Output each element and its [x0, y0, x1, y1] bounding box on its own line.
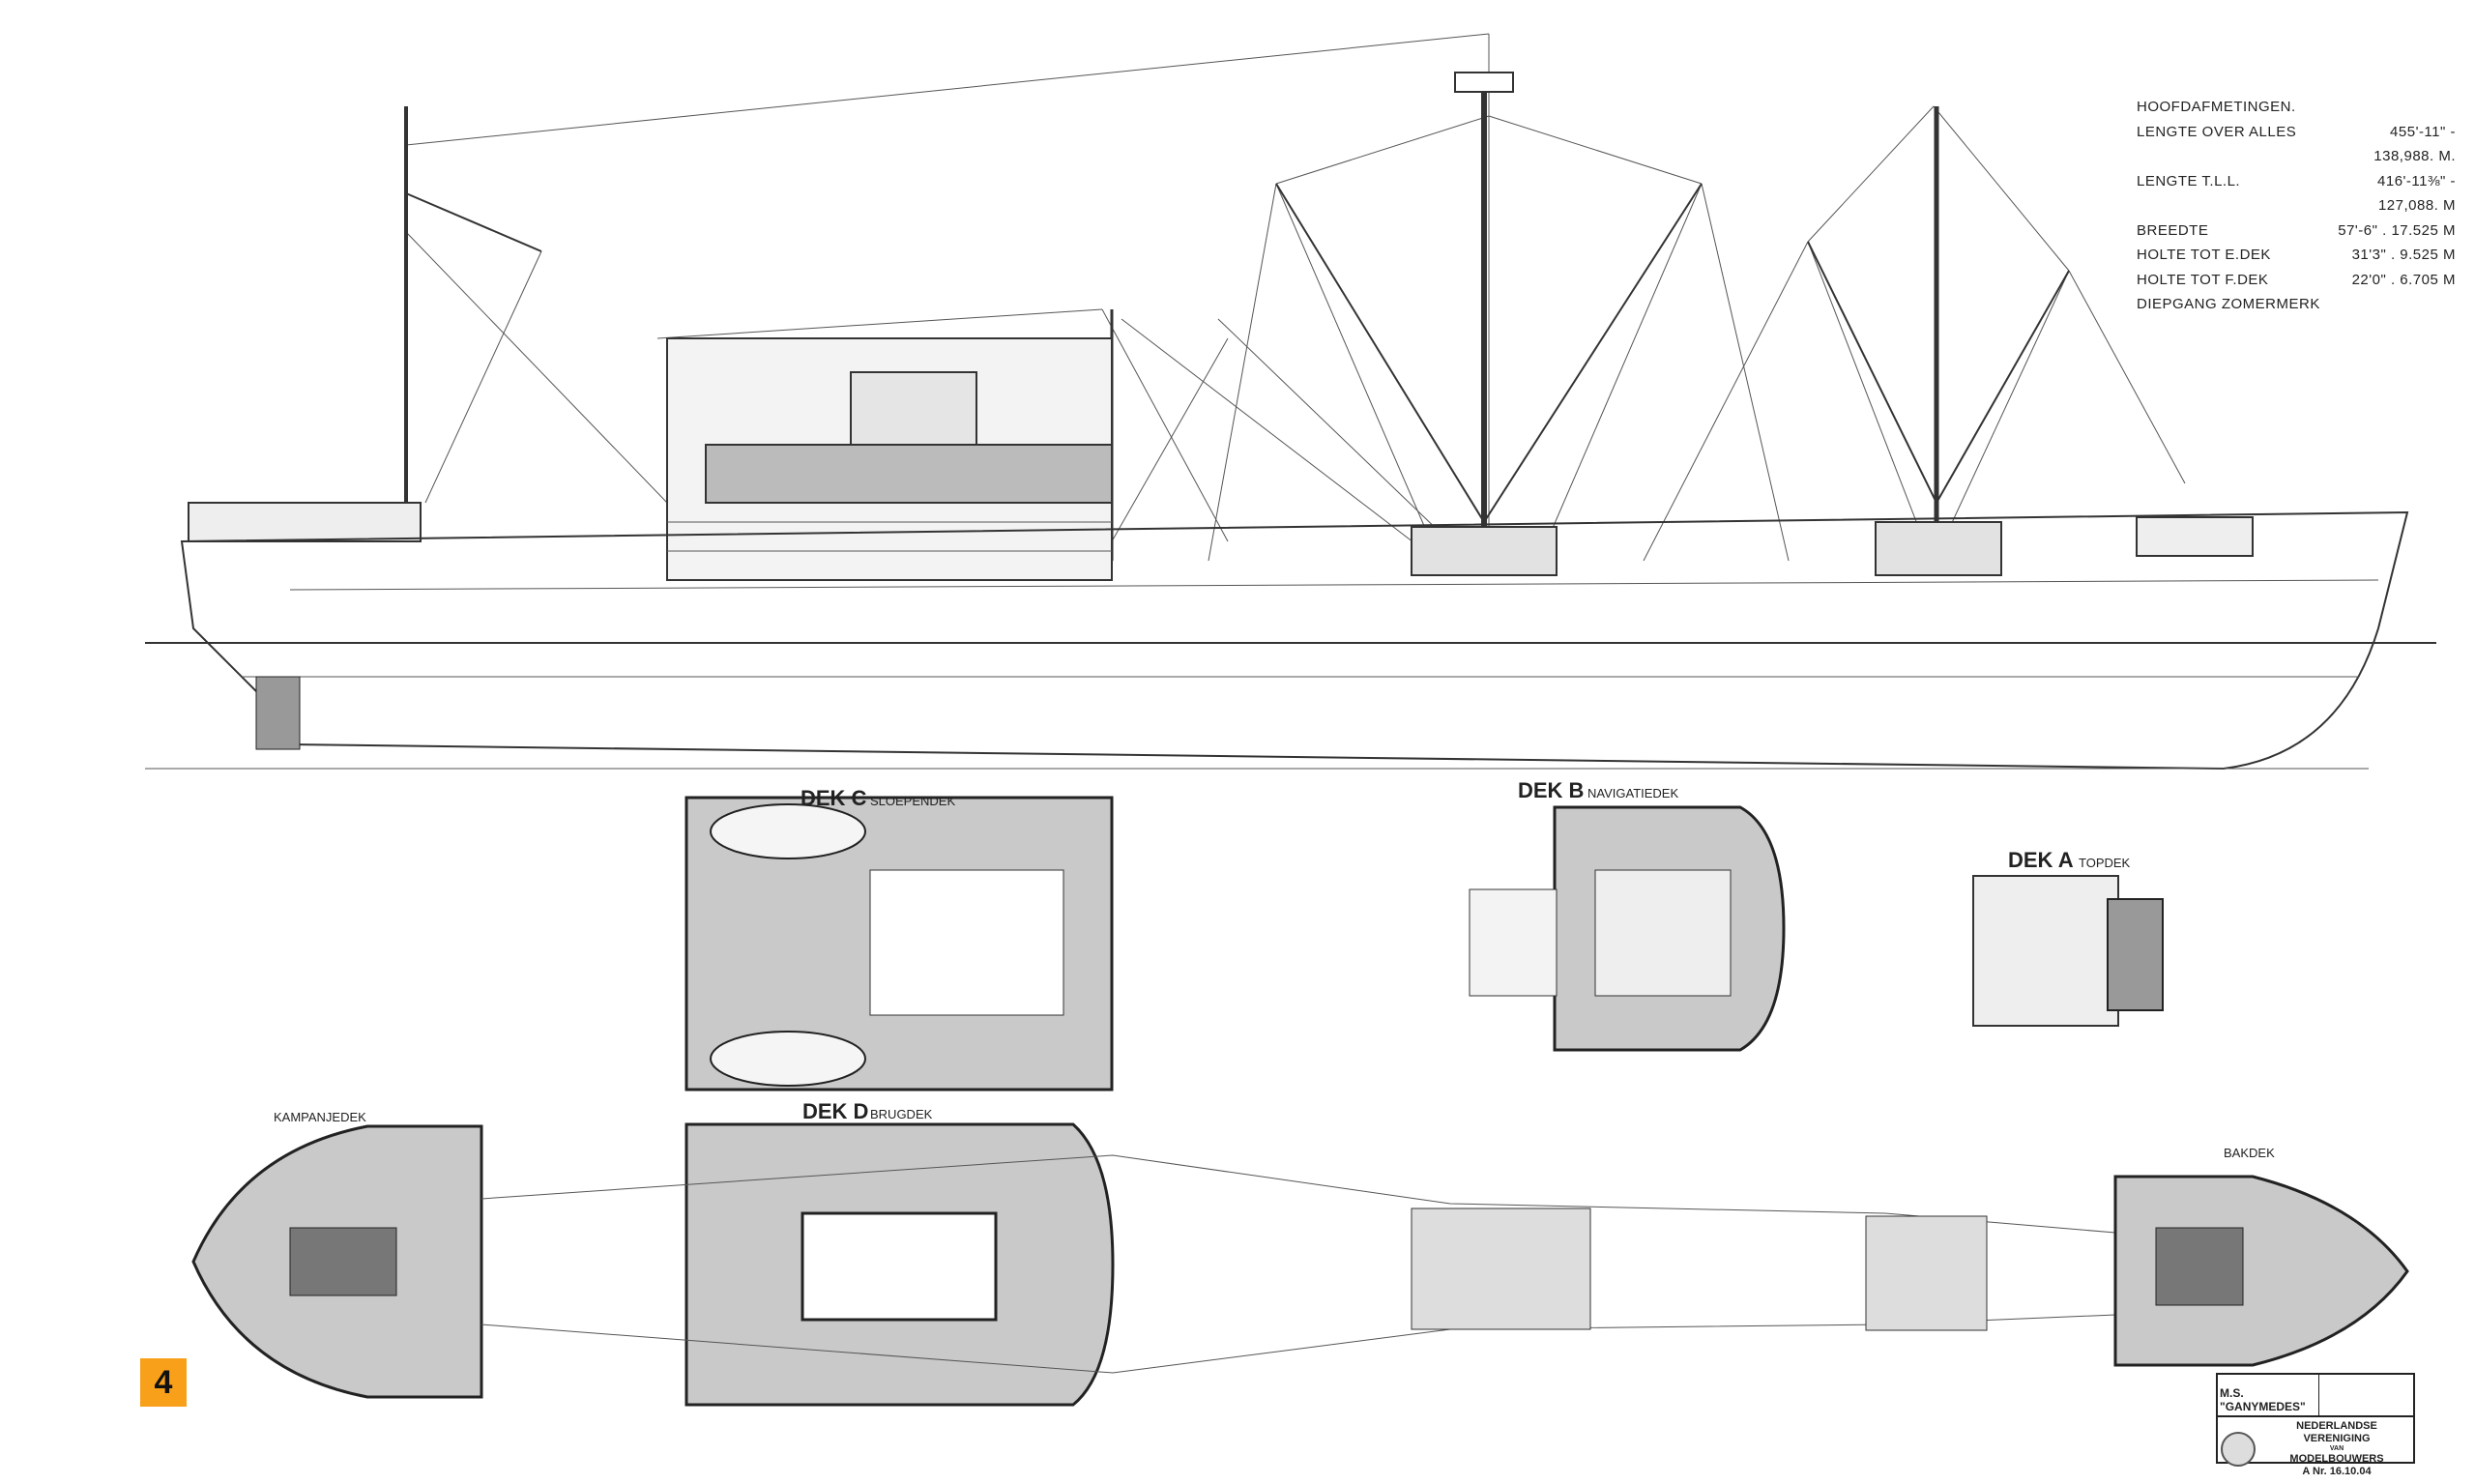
org-line1: NEDERLANDSE VERENIGING: [2296, 1420, 2377, 1444]
kampanjedek-plan: [191, 1124, 483, 1399]
deck-d-sub: BRUGDEK: [870, 1107, 933, 1121]
deck-a-sub: TOPDEK: [2079, 856, 2131, 870]
masts: [404, 72, 2070, 561]
deck-a-plan: [1972, 875, 2164, 1027]
dimension-row: DIEPGANG ZOMERMERK: [2137, 296, 2320, 312]
org-line2: VAN: [2329, 1445, 2344, 1452]
main-deck-plan: [480, 1154, 2116, 1374]
bakdek-label: BAKDEK: [2224, 1146, 2275, 1160]
deck-a-label: DEK A: [2008, 848, 2074, 872]
dimension-row: LENGTE T.L.L.416'-11⅜" - 127,088. M: [2137, 172, 2456, 215]
nvm-seal-icon: [2221, 1432, 2256, 1467]
kampanjedek-label: KAMPANJEDEK: [274, 1110, 366, 1124]
deck-b-label: DEK B: [1518, 778, 1584, 802]
title-block: M.S. "GANYMEDES" NEDERLANDSE VERENIGING …: [2216, 1373, 2415, 1477]
superstructure: [188, 337, 2254, 581]
page-number-badge: 4: [140, 1358, 187, 1407]
dimensions-title: HOOFDAFMETINGEN.: [2137, 99, 2296, 115]
drawing-number: A Nr. 16.10.04: [2302, 1466, 2372, 1477]
ship-name: M.S. "GANYMEDES": [2218, 1375, 2319, 1415]
bakdek-plan: [2113, 1175, 2409, 1367]
deck-b-plan: [1469, 805, 1786, 1052]
hull-profile: [145, 510, 2436, 771]
org-line3: MODELBOUWERS: [2289, 1453, 2384, 1465]
deck-c-plan: [684, 796, 1114, 1091]
deck-labels: DEK C SLOEPENDEK DEK B NAVIGATIEDEK DEK …: [274, 778, 2275, 1160]
deck-c-sub: SLOEPENDEK: [870, 794, 955, 808]
rigging: [405, 33, 2186, 571]
deck-b-sub: NAVIGATIEDEK: [1587, 786, 1678, 800]
deck-d-label: DEK D: [802, 1099, 868, 1123]
deck-d-plan: [684, 1122, 1115, 1407]
deck-c-label: DEK C: [801, 786, 867, 810]
